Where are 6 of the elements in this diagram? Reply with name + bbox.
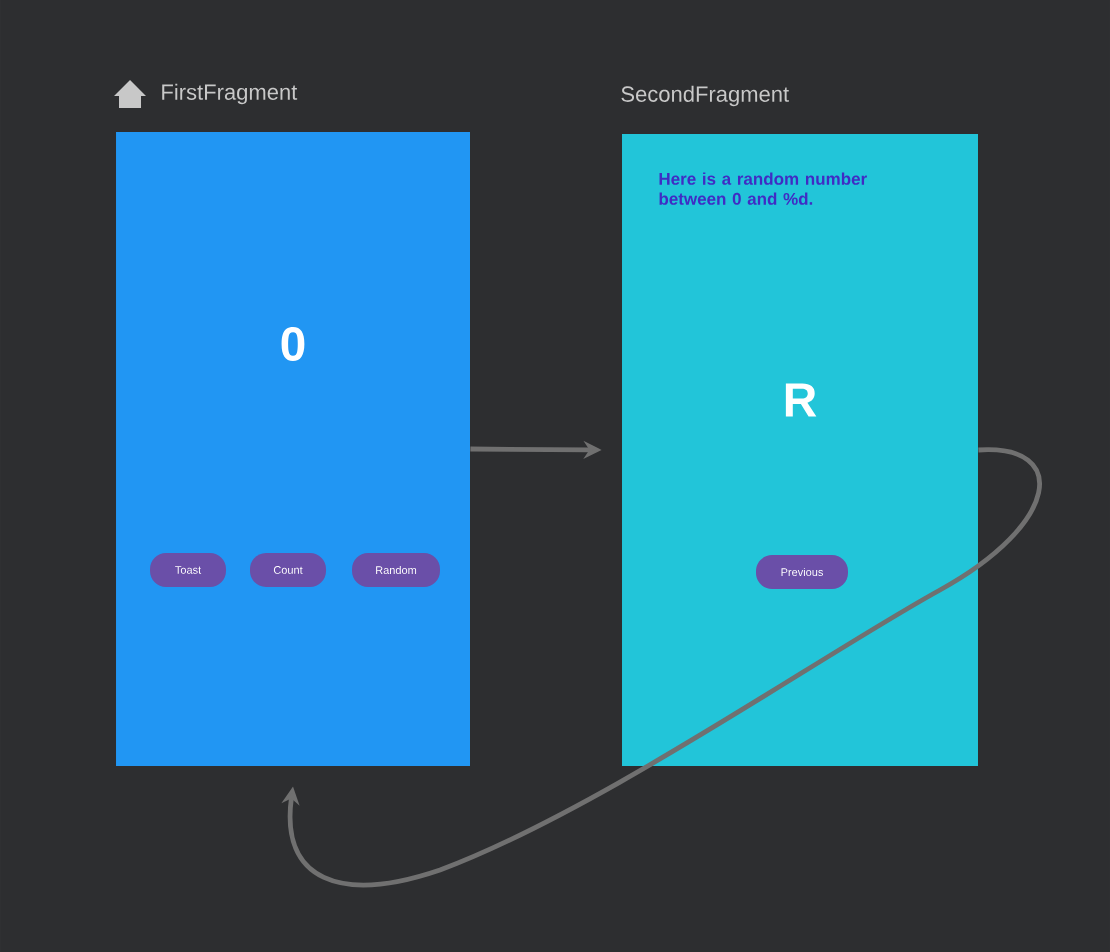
letter-text: R <box>785 383 817 417</box>
arrow <box>281 447 1042 887</box>
screen-title: FirstFragment <box>162 83 298 105</box>
screen-title: SecondFragment <box>621 85 789 107</box>
number-text: 0 <box>281 327 305 361</box>
message-text: Here is a random number between 0 and %d. <box>659 172 867 205</box>
